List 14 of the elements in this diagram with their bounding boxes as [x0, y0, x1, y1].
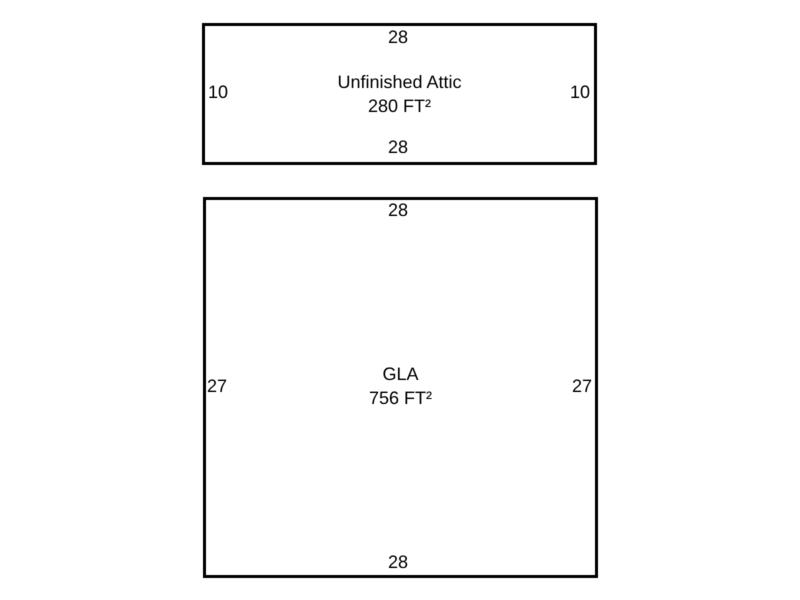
room-outline: [202, 23, 597, 165]
dimension-label: 28: [388, 200, 408, 220]
room-name: Unfinished Attic: [337, 71, 462, 94]
dimension-label: 28: [388, 27, 408, 47]
dimension-label: 28: [388, 137, 408, 157]
dimension-label: 28: [388, 552, 408, 572]
dimension-label: 27: [572, 376, 592, 396]
room-area: 280 FT²: [368, 94, 432, 118]
dimension-label: 27: [207, 376, 228, 396]
dimension-label: 10: [208, 82, 228, 102]
room-area: 756 FT²: [368, 386, 432, 410]
room-outline: [203, 197, 598, 578]
room-name: GLA: [382, 363, 419, 386]
dimension-label: 10: [570, 82, 590, 102]
